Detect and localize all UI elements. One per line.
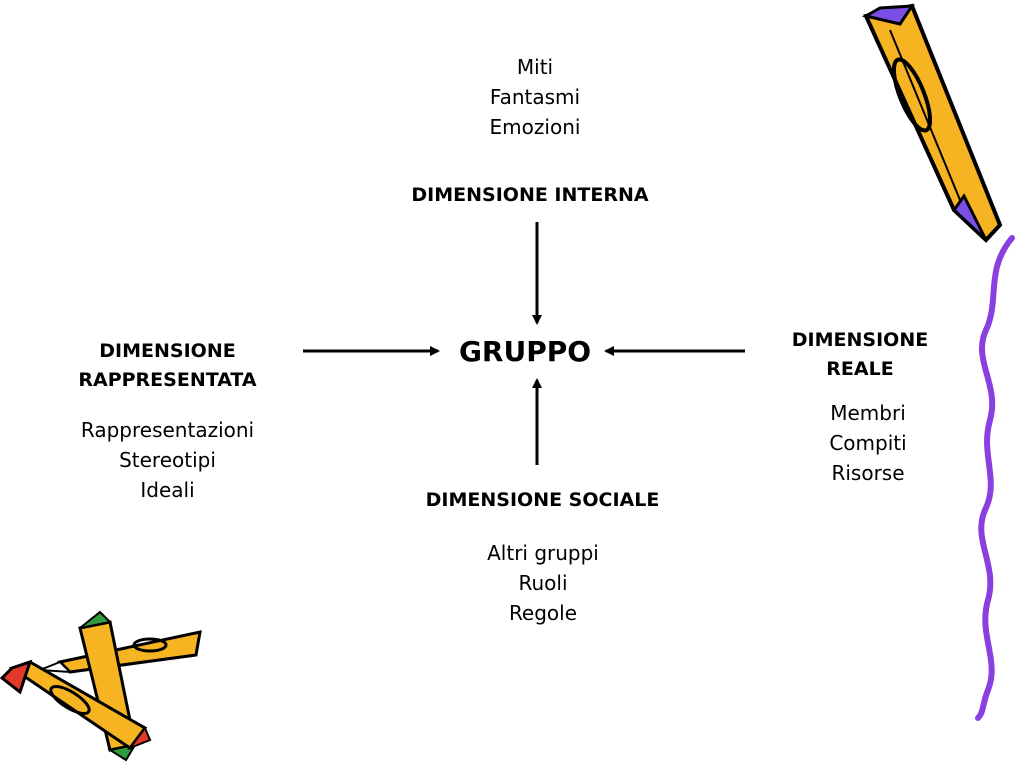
interna-item: Fantasmi bbox=[489, 85, 581, 109]
rappresentata-item: Rappresentazioni bbox=[80, 418, 255, 442]
reale-item: Compiti bbox=[829, 431, 907, 455]
reale-title-line: DIMENSIONE bbox=[791, 329, 929, 351]
sociale-items: Altri gruppi Ruoli Regole bbox=[443, 538, 643, 628]
rappresentata-item: Ideali bbox=[140, 478, 195, 502]
reale-items: Membri Compiti Risorse bbox=[768, 398, 968, 488]
reale-title: DIMENSIONE REALE bbox=[750, 326, 970, 384]
rappresentata-items: Rappresentazioni Stereotipi Ideali bbox=[45, 415, 290, 505]
sociale-title: DIMENSIONE SOCIALE bbox=[425, 489, 660, 511]
reale-item: Risorse bbox=[831, 461, 905, 485]
sociale-item: Regole bbox=[508, 601, 578, 625]
sociale-item: Altri gruppi bbox=[487, 541, 599, 565]
reale-item: Membri bbox=[830, 401, 906, 425]
reale-title-line: REALE bbox=[826, 358, 894, 380]
rappresentata-title-line: DIMENSIONE bbox=[99, 340, 236, 362]
sociale-item: Ruoli bbox=[518, 571, 568, 595]
crayons-bottom-left-icon bbox=[0, 610, 202, 762]
rappresentata-title: DIMENSIONE RAPPRESENTATA bbox=[40, 337, 295, 395]
rappresentata-item: Stereotipi bbox=[119, 448, 216, 472]
pencil-top-right-icon bbox=[861, 3, 1003, 243]
interna-item: Emozioni bbox=[489, 115, 581, 139]
interna-item: Miti bbox=[516, 55, 554, 79]
rappresentata-title-line: RAPPRESENTATA bbox=[78, 369, 257, 391]
center-gruppo: GRUPPO bbox=[458, 335, 592, 368]
interna-items: Miti Fantasmi Emozioni bbox=[435, 52, 635, 142]
interna-title: DIMENSIONE INTERNA bbox=[411, 184, 649, 206]
squiggle-line bbox=[975, 235, 1015, 721]
